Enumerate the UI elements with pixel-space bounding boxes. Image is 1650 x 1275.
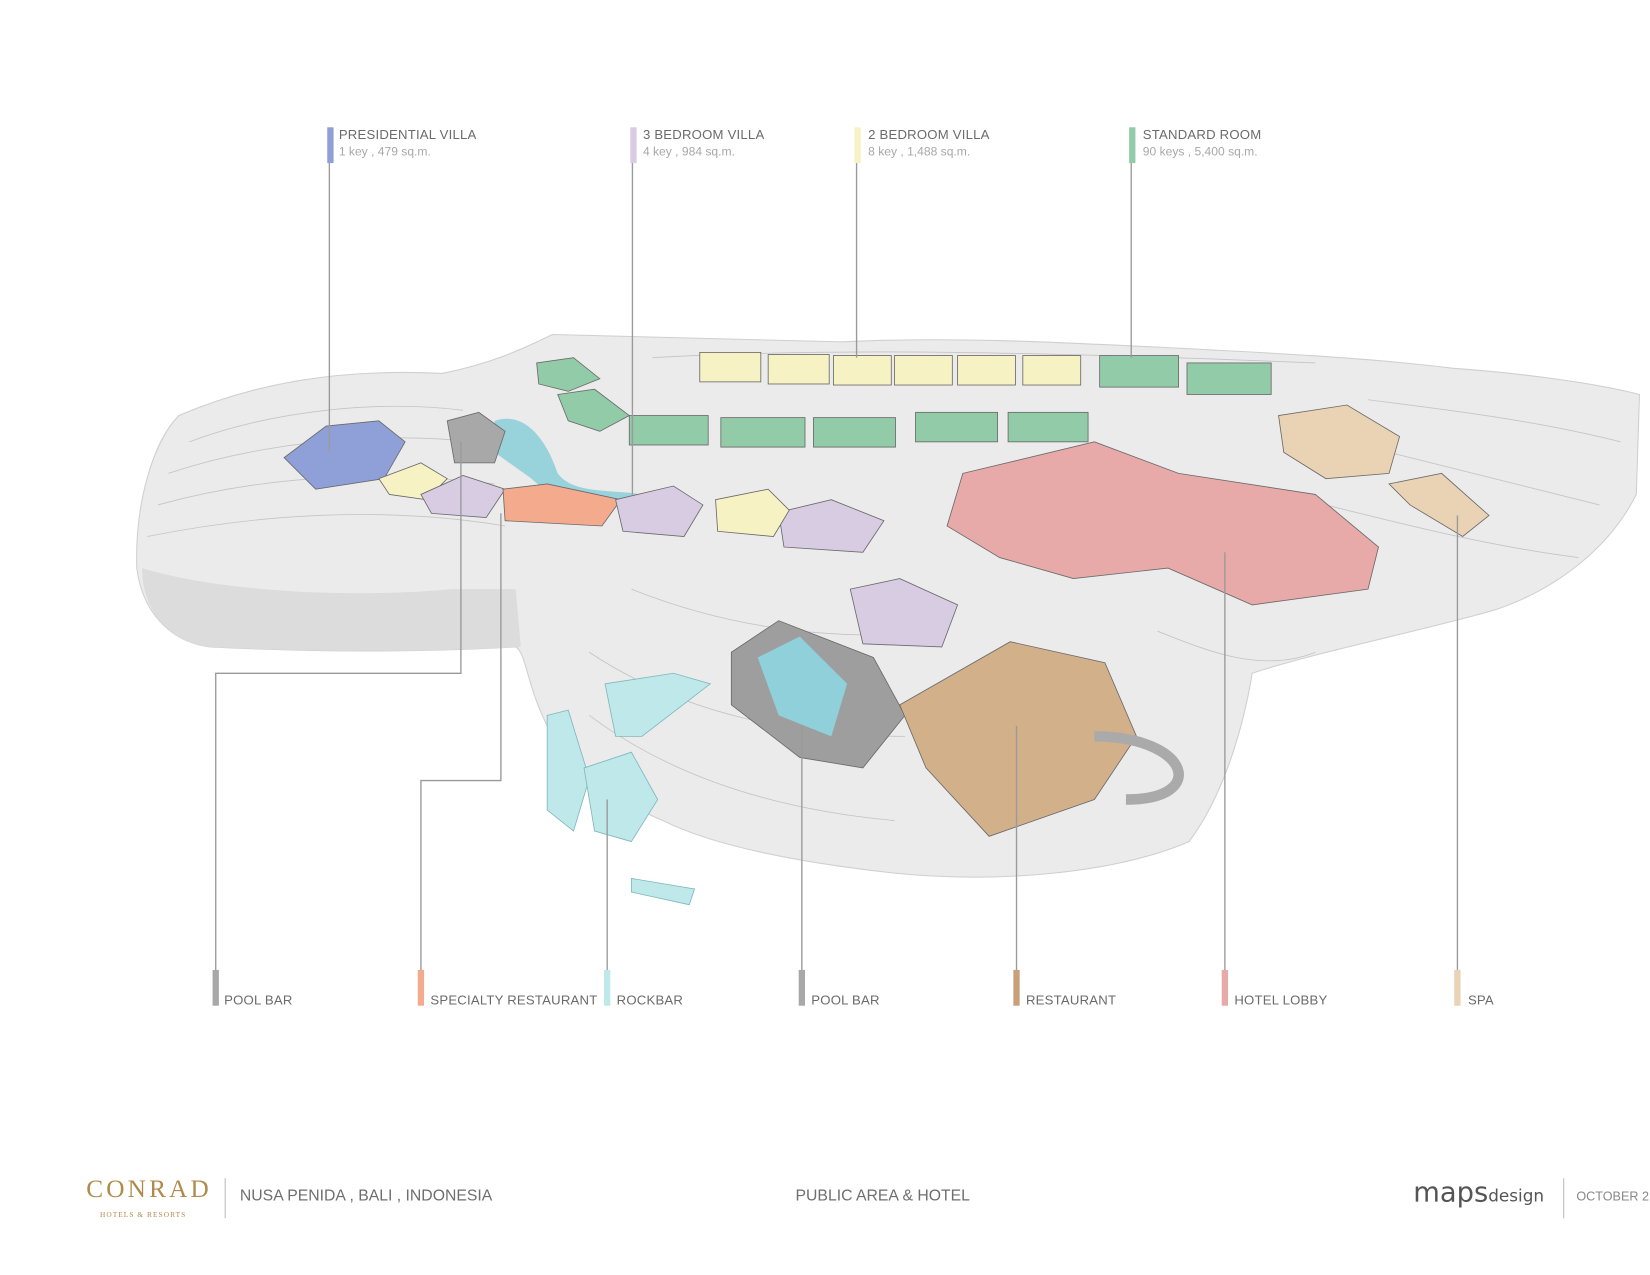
designer-logo: mapsdesign [1413,1177,1544,1208]
buildings [283,351,1490,906]
legend-swatch [604,969,611,1006]
legend-detail: 8 key , 1,488 sq.m. [868,145,970,159]
conrad-logo-sub: HOTELS & RESORTS [100,1210,186,1219]
legend-standard-room: STANDARD ROOM 90 keys , 5,400 sq.m. [1129,127,1262,164]
legend-swatch [1013,969,1020,1006]
legend-title: STANDARD ROOM [1143,127,1262,142]
legend-2-bedroom-villa: 2 BEDROOM VILLA 8 key , 1,488 sq.m. [854,127,990,164]
legend-spa: SPA [1454,969,1494,1008]
presidential-villa-building [283,420,406,490]
conrad-logo: CONRAD [86,1175,212,1203]
legend-title: SPA [1468,993,1494,1008]
legend-swatch [1454,969,1461,1006]
legend-pool-bar-1: POOL BAR [212,969,292,1008]
legend-title: PRESIDENTIAL VILLA [339,127,477,142]
sheet-title: PUBLIC AREA & HOTEL [796,1187,971,1204]
legend-swatch [1129,127,1136,164]
legend-title: ROCKBAR [617,993,683,1008]
legend-swatch [798,969,806,1006]
restaurant-building [899,641,1137,837]
legend-presidential-villa: PRESIDENTIAL VILLA 1 key , 479 sq.m. [327,127,477,164]
legend-restaurant: RESTAURANT [1013,969,1116,1008]
legend-title: 3 BEDROOM VILLA [643,127,765,142]
pool-water [494,418,642,506]
leader-lines [215,157,1459,984]
footer: CONRAD HOTELS & RESORTS NUSA PENIDA , BA… [86,1175,1649,1219]
spa-building [1278,404,1401,480]
legend-rockbar: ROCKBAR [604,969,683,1008]
hotel-lobby-building [946,441,1379,606]
legend-title: 2 BEDROOM VILLA [868,127,990,142]
legend-title: RESTAURANT [1026,993,1116,1008]
date-text: OCTOBER 2 [1576,1189,1649,1203]
legend-title: POOL BAR [811,993,879,1008]
legend-specialty-restaurant: SPECIALTY RESTAURANT [417,969,597,1008]
legend-swatch [327,127,334,164]
specialty-restaurant-building [502,483,622,527]
legend-detail: 1 key , 479 sq.m. [339,145,431,159]
rockbar-building [546,672,712,906]
location-text: NUSA PENIDA , BALI , INDONESIA [240,1187,493,1204]
legend-title: POOL BAR [224,993,292,1008]
legend-detail: 4 key , 984 sq.m. [643,145,735,159]
legend-swatch [417,969,425,1006]
legend-swatch [854,127,861,164]
legend-swatch [630,127,637,164]
legend-hotel-lobby: HOTEL LOBBY [1221,969,1327,1008]
legend-detail: 90 keys , 5,400 sq.m. [1143,145,1258,159]
legend-title: SPECIALTY RESTAURANT [430,993,597,1008]
legend-pool-bar-2: POOL BAR [798,969,880,1008]
legend-3-bedroom-villa: 3 BEDROOM VILLA 4 key , 984 sq.m. [630,127,765,164]
legend-title: HOTEL LOBBY [1234,993,1327,1008]
legend-swatch [1221,969,1229,1006]
legend-swatch [212,969,219,1006]
